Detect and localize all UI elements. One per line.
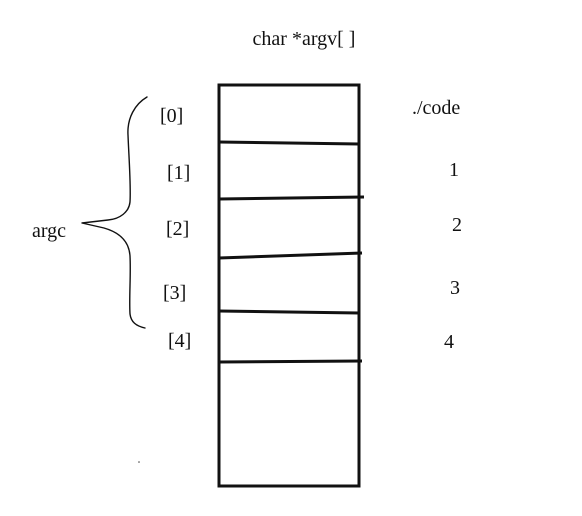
value-label-3: 3 bbox=[450, 277, 460, 299]
cell-divider bbox=[218, 359, 363, 364]
index-label-2: [2] bbox=[166, 218, 189, 240]
cell-divider bbox=[218, 309, 360, 315]
argc-label: argc bbox=[32, 220, 66, 242]
index-label-4: [4] bbox=[168, 330, 191, 352]
index-label-3: [3] bbox=[163, 282, 186, 304]
value-label-4: 4 bbox=[444, 331, 454, 353]
value-label-0: ./code bbox=[412, 97, 460, 119]
array-box bbox=[217, 83, 361, 488]
array-title: char *argv[ ] bbox=[253, 28, 356, 50]
cell-divider bbox=[218, 140, 360, 146]
index-label-1: [1] bbox=[167, 162, 190, 184]
value-label-1: 1 bbox=[449, 159, 459, 181]
argc-brace bbox=[81, 96, 148, 329]
cell-divider bbox=[218, 251, 363, 260]
stray-dot bbox=[138, 461, 140, 463]
value-label-2: 2 bbox=[452, 214, 462, 236]
cell-divider bbox=[218, 195, 365, 201]
index-label-0: [0] bbox=[160, 105, 183, 127]
